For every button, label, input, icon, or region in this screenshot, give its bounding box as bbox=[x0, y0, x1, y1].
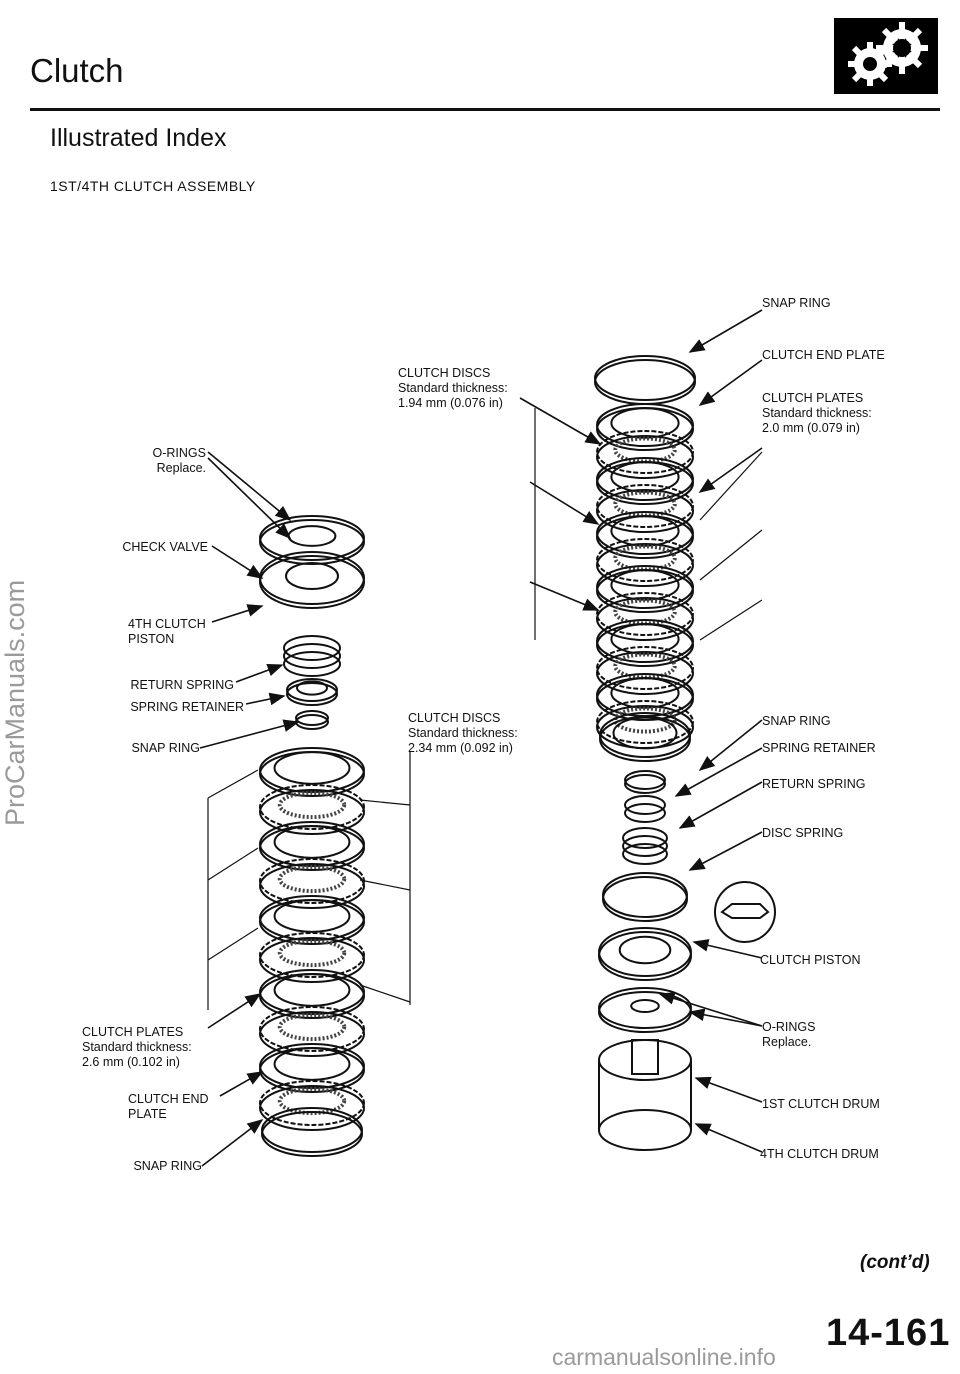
label-o-rings-right: O-RINGS Replace. bbox=[762, 1020, 816, 1049]
leader-line bbox=[211, 604, 264, 623]
leader-line bbox=[688, 831, 763, 871]
leader-line bbox=[529, 581, 600, 611]
label-clutch-discs-mid: CLUTCH DISCS Standard thickness: 2.34 mm… bbox=[408, 711, 518, 755]
leader-line bbox=[688, 309, 763, 353]
label-clutch-end-plate-left: CLUTCH END PLATE bbox=[128, 1092, 209, 1121]
leader-line bbox=[678, 781, 763, 829]
label-clutch-discs-top: CLUTCH DISCS Standard thickness: 1.94 mm… bbox=[398, 366, 508, 410]
label-snap-ring-left: SNAP RING bbox=[131, 741, 200, 755]
leader-line bbox=[529, 481, 600, 525]
leader-line bbox=[207, 451, 292, 522]
label-check-valve: CHECK VALVE bbox=[122, 540, 208, 554]
bracket-line bbox=[359, 879, 411, 891]
o-ring-right-part bbox=[598, 987, 692, 1033]
leader-line bbox=[698, 359, 763, 406]
label-clutch-end-plate-right: CLUTCH END PLATE bbox=[762, 348, 885, 362]
assembly-title: 1ST/4TH CLUTCH ASSEMBLY bbox=[50, 178, 256, 194]
title-rule bbox=[30, 108, 940, 111]
clutch-disc-right bbox=[596, 484, 694, 533]
clutch-disc-right bbox=[596, 430, 694, 479]
snap-ring-top-part bbox=[594, 355, 696, 405]
leader-line bbox=[199, 719, 300, 749]
clutch-disc-left bbox=[259, 784, 365, 835]
leader-line bbox=[207, 993, 262, 1029]
clutch-drum-part bbox=[598, 1039, 692, 1151]
bracket-line bbox=[207, 769, 259, 799]
snap-ring-left-part bbox=[295, 710, 329, 730]
clutch-disc-left bbox=[259, 1080, 365, 1131]
continued-marker: (cont’d) bbox=[860, 1252, 930, 1273]
label-4th-clutch-drum: 4TH CLUTCH DRUM bbox=[760, 1147, 879, 1161]
leader-line bbox=[692, 939, 763, 959]
snap-ring-bottom-part bbox=[261, 1107, 363, 1157]
label-disc-spring: DISC SPRING bbox=[762, 826, 844, 840]
leader-line bbox=[694, 1123, 763, 1153]
bracket-line bbox=[359, 984, 411, 1003]
clutch-plate-left bbox=[259, 747, 365, 797]
leader-line bbox=[201, 1119, 264, 1167]
gears-icon bbox=[834, 18, 938, 94]
clutch-disc-left bbox=[259, 1006, 365, 1057]
label-snap-ring-top: SNAP RING bbox=[762, 296, 831, 310]
disc-spring-part bbox=[602, 872, 688, 922]
leader-line bbox=[698, 719, 763, 772]
label-o-rings-left: O-RINGS Replace. bbox=[152, 446, 206, 475]
label-snap-ring-bottom: SNAP RING bbox=[133, 1159, 202, 1173]
leader-line bbox=[694, 1076, 763, 1103]
clutch-disc-right bbox=[596, 592, 694, 641]
snap-ring-right-part bbox=[624, 770, 666, 794]
disc-spring-detail bbox=[714, 881, 776, 943]
label-spring-retainer-right: SPRING RETAINER bbox=[762, 741, 876, 755]
clutch-plate-right bbox=[596, 565, 694, 613]
spring-retainer-left-part bbox=[286, 678, 338, 706]
label-return-spring-right: RETURN SPRING bbox=[762, 777, 866, 791]
clutch-piston-part bbox=[598, 927, 692, 981]
label-return-spring-left: RETURN SPRING bbox=[130, 678, 234, 692]
bracket-line bbox=[207, 847, 259, 881]
return-spring-right-part bbox=[622, 827, 668, 865]
clutch-plate-right bbox=[596, 457, 694, 505]
clutch-disc-left bbox=[259, 932, 365, 983]
label-clutch-piston: CLUTCH PISTON bbox=[760, 953, 861, 967]
leader-line bbox=[519, 397, 602, 445]
spring-retainer-right-part bbox=[624, 795, 666, 823]
clutch-end-plate-right-part bbox=[599, 712, 691, 762]
bracket-line bbox=[359, 799, 411, 806]
leader-line bbox=[688, 1008, 763, 1027]
label-clutch-plates-left: CLUTCH PLATES Standard thickness: 2.6 mm… bbox=[82, 1025, 192, 1069]
page-number: 14-161 bbox=[826, 1312, 951, 1354]
bracket-line bbox=[699, 451, 763, 521]
leader-line bbox=[235, 663, 284, 683]
leader-line bbox=[698, 447, 763, 493]
page-title: Clutch bbox=[30, 52, 124, 89]
leader-line bbox=[219, 1071, 264, 1097]
bracket-line bbox=[207, 927, 259, 961]
clutch-disc-right bbox=[596, 646, 694, 695]
leader-line bbox=[207, 457, 292, 540]
clutch-plate-right bbox=[596, 403, 694, 451]
clutch-plate-right bbox=[596, 511, 694, 559]
clutch-plate-right bbox=[596, 619, 694, 667]
label-1st-clutch-drum: 1ST CLUTCH DRUM bbox=[762, 1097, 880, 1111]
return-spring-left-part bbox=[283, 635, 341, 677]
leader-line bbox=[211, 545, 264, 579]
leader-line bbox=[674, 747, 763, 797]
source-watermark: carmanualsonline.info bbox=[552, 1344, 776, 1370]
bracket-line bbox=[699, 529, 763, 581]
label-clutch-plates-right: CLUTCH PLATES Standard thickness: 2.0 mm… bbox=[762, 391, 872, 435]
clutch-disc-right bbox=[596, 538, 694, 587]
label-4th-clutch-piston: 4TH CLUTCH PISTON bbox=[128, 617, 206, 646]
section-title: Illustrated Index bbox=[50, 124, 227, 152]
leader-line bbox=[658, 992, 763, 1027]
label-spring-retainer-left: SPRING RETAINER bbox=[130, 700, 244, 714]
bracket-line bbox=[699, 599, 763, 641]
leader-line bbox=[245, 692, 286, 706]
label-snap-ring-right: SNAP RING bbox=[762, 714, 831, 728]
